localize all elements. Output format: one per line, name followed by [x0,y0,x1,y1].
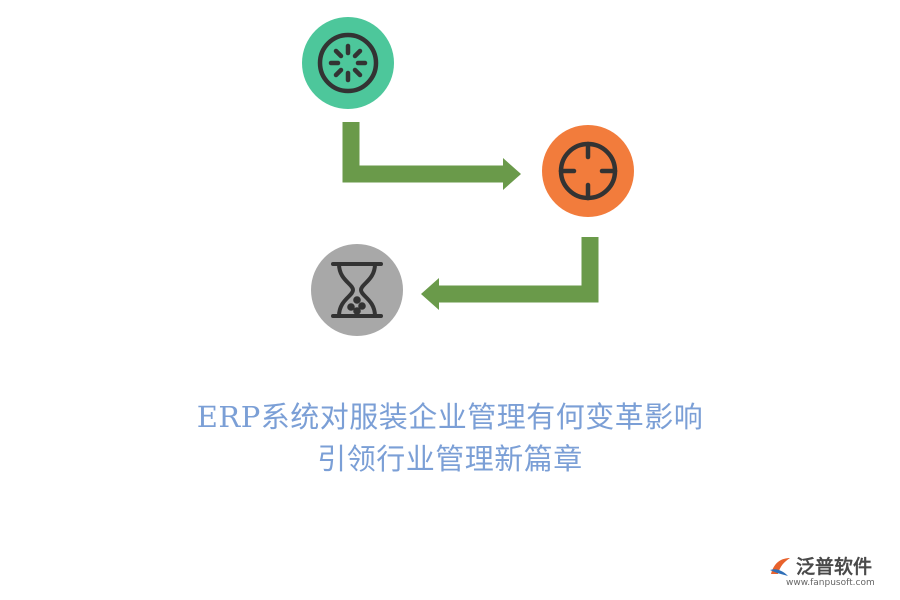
connector-arrow-1 [342,122,521,190]
node-2 [542,125,634,217]
fanpu-logo-icon [770,558,790,576]
brand-name: 泛普软件 [796,556,873,578]
brand-watermark: 泛普软件 www.fanpusoft.com [768,552,894,592]
hourglass-icon [331,262,383,318]
node-1 [302,17,394,109]
title-line-2: 引领行业管理新篇章 [317,442,583,476]
connector-arrow-2 [421,237,599,310]
node-3-circle [311,244,403,336]
node-2-circle [542,125,634,217]
loading-dial-icon [317,32,379,94]
crosshair-target-icon [558,141,618,201]
node-3 [311,244,403,336]
node-1-circle [302,17,394,109]
title-line-1: ERP系统对服装企业管理有何变革影响 [196,400,704,434]
brand-url: www.fanpusoft.com [786,578,875,588]
